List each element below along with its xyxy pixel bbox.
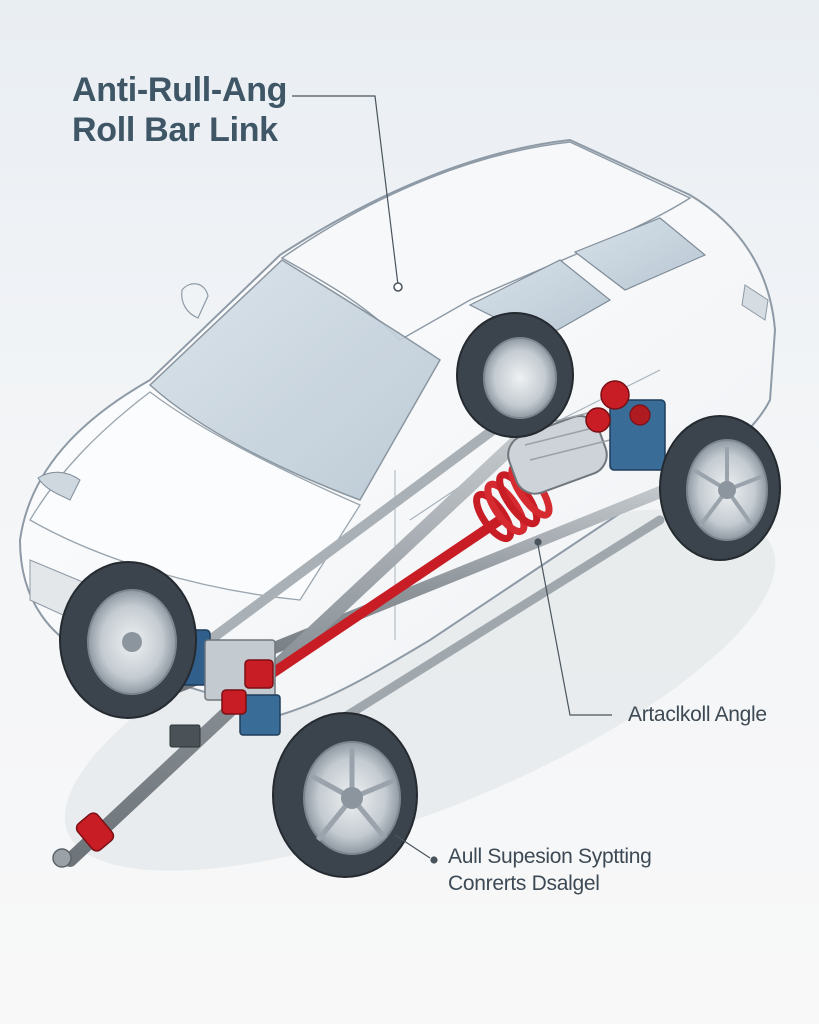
leader-lines	[292, 95, 612, 864]
ground-shadow	[64, 509, 776, 871]
title-line-2: Roll Bar Link	[72, 111, 278, 149]
steel-shaft	[63, 413, 547, 867]
end-link	[52, 812, 115, 868]
leader-system	[394, 834, 431, 859]
system-label-line-2: Conrerts Dsalgel	[448, 872, 600, 895]
side-window-rear	[573, 217, 707, 291]
angle-label: Artaclkoll Angle	[628, 703, 767, 726]
wheel-rear-right	[659, 415, 781, 561]
leader-angle	[537, 544, 612, 716]
headlight	[37, 471, 81, 501]
steel-rod-upper	[205, 405, 525, 645]
system-label: Aull Supesion Syptting Conrerts Dsalgel	[448, 843, 652, 897]
anti-roll-bar	[235, 515, 505, 700]
car-body	[18, 138, 777, 717]
wheel-front-left	[59, 561, 197, 719]
rear-light	[741, 284, 769, 321]
wheel-rear-left	[456, 312, 574, 438]
diagram-title: Anti-Rull-Ang Roll Bar Link	[72, 70, 287, 150]
system-label-line-1: Aull Supesion Syptting	[448, 845, 652, 868]
side-mirror	[181, 283, 209, 319]
wheel-front-right	[272, 712, 418, 878]
leader-title	[292, 95, 399, 286]
coil-spring	[473, 462, 553, 543]
windshield	[148, 259, 441, 501]
title-line-1: Anti-Rull-Ang	[72, 71, 288, 109]
